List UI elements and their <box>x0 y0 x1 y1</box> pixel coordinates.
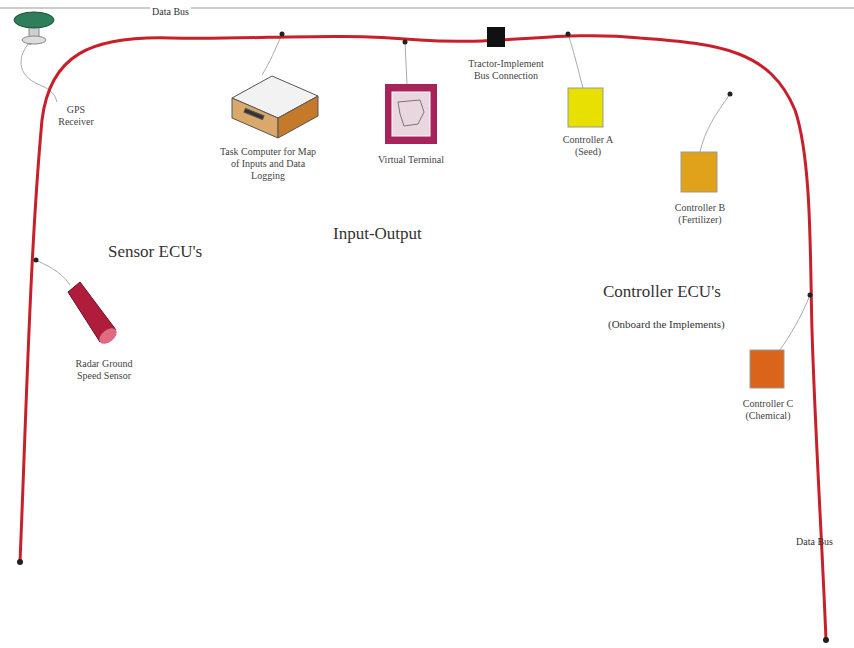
label-text: GPS Receiver <box>48 104 104 128</box>
label-text: Controller B <box>675 202 725 214</box>
group-label: Controller ECU's <box>603 282 721 302</box>
top-rule <box>0 8 854 9</box>
controller-a <box>568 88 603 127</box>
bus-taps <box>17 32 829 644</box>
radar-sensor <box>68 282 120 347</box>
device-label: Radar Ground Speed Sensor <box>64 358 144 382</box>
group-label: Input-Output <box>333 224 422 244</box>
device-label: GPS Receiver <box>48 104 104 128</box>
bus-label: Data Bus <box>796 536 833 547</box>
label-text: (Seed) <box>563 146 613 158</box>
device-label: Controller C(Chemical) <box>743 398 793 422</box>
data-bus <box>20 36 826 640</box>
label-text: (Chemical) <box>743 410 793 422</box>
label-text: Virtual Terminal <box>378 154 444 166</box>
label-text: Task Computer for Map of Inputs and Data… <box>218 146 318 182</box>
device-label: Controller B(Fertilizer) <box>675 202 725 226</box>
device-label: Tractor-Implement Bus Connection <box>466 58 546 82</box>
device-label: Virtual Terminal <box>378 154 444 166</box>
virtual-terminal-icon <box>385 84 437 144</box>
group-label: Sensor ECU's <box>108 242 202 262</box>
controller-c <box>750 350 784 388</box>
drop-wires <box>21 34 810 350</box>
device-label: Task Computer for Map of Inputs and Data… <box>218 146 318 182</box>
task-computer-icon <box>232 76 318 138</box>
label-text: Controller C <box>743 398 793 410</box>
gps-antenna <box>14 12 54 44</box>
controller-b <box>681 152 717 192</box>
label-text: Controller A <box>563 134 613 146</box>
bus-label: Data Bus <box>150 6 191 17</box>
label-text: (Fertilizer) <box>675 214 725 226</box>
label-text: Radar Ground Speed Sensor <box>64 358 144 382</box>
label-text: Tractor-Implement Bus Connection <box>466 58 546 82</box>
bus-connector <box>487 27 505 47</box>
device-label: Controller A(Seed) <box>563 134 613 158</box>
group-label: (Onboard the Implements) <box>608 318 725 330</box>
